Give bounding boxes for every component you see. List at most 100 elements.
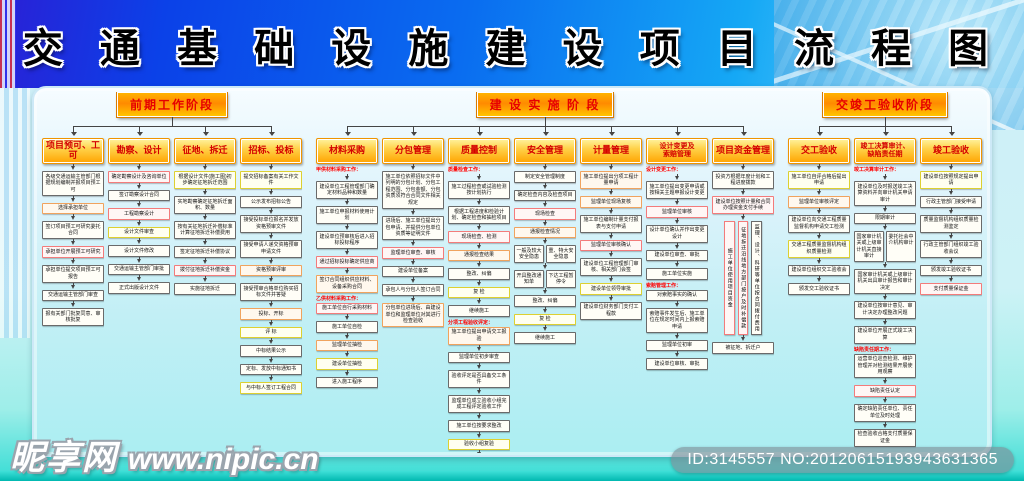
flow-step: 设计单位确认并作出变更设计 <box>646 224 708 243</box>
phase-header: 交竣工验收阶段 <box>821 92 949 118</box>
phase-header-row: 建 设 实 施 阶 段 <box>314 92 776 118</box>
flow-step: 施工单位依照招标文件中列明的分包计划、分包工程范围、分包金额、分包资质须符合合同… <box>382 171 444 209</box>
flow-area: 前期工作阶段项目预可、工可各级交通运输主管部门根据规划编制并报项目预工可选择承担… <box>40 92 984 453</box>
phase-header-row: 交竣工验收阶段 <box>786 92 984 118</box>
arrow-down-icon <box>108 256 170 264</box>
arrow-down-icon <box>920 189 982 196</box>
phase-header: 前期工作阶段 <box>115 92 229 118</box>
arrow-down-icon <box>174 239 236 246</box>
flow-step: 建设单位审核、审批 <box>646 358 708 370</box>
arrow-down-icon <box>240 232 302 240</box>
flow-step: 交通运输主管部门审查 <box>42 289 104 301</box>
connector-drop-cell <box>314 126 380 138</box>
arrow-down-icon <box>382 164 444 171</box>
flow-step: 监理单位初审 <box>646 339 708 351</box>
flow-step: 国家审计机关或上级审计机关出具审计报告和审计决定 <box>854 269 916 294</box>
flow-step: 整改、纠偏 <box>448 268 510 280</box>
flow-step: 根据设计文件(施工图)初步确定征地拆迁范围 <box>174 171 236 189</box>
flow-step: 索赔事件发生后、施工单位在规定时间内上报索赔申请 <box>646 308 708 333</box>
flow-step: 公示发布招标公告 <box>240 196 302 208</box>
column-header: 安全管理 <box>514 138 576 164</box>
arrow-down-icon <box>316 314 378 321</box>
arrow-down-icon <box>646 351 708 358</box>
arrow-down-icon <box>608 126 615 136</box>
flow-step: 承包人与分包人签订合同 <box>382 284 444 296</box>
flow-step: 限期审计 <box>854 212 916 224</box>
connector-drop-cell <box>106 126 172 138</box>
arrow-down-icon <box>316 249 378 256</box>
arrow-down-icon <box>136 126 143 136</box>
flow-step: 复 检 <box>514 313 576 325</box>
flow-step: 缺陷责任认定 <box>854 385 916 397</box>
column-header: 竣工验收 <box>920 138 982 164</box>
branch-row: 国家审计机关或上级审计机关直接审计委托社会中介机构审计 <box>854 231 916 262</box>
flow-step: 建设单位组织交工验收会 <box>788 264 850 276</box>
arrow-down-icon <box>174 214 236 221</box>
flow-step: 监理单位审核确认 <box>580 239 642 251</box>
arrow-down-icon <box>316 267 378 275</box>
column-steps: 确定勘察设计及咨询单位签订勘察设计合同工程勘察设计设计文件审查设计文件修改交通运… <box>108 164 170 453</box>
arrow-down-icon <box>316 174 378 181</box>
arrow-down-icon <box>174 189 236 196</box>
arrow-down-icon <box>410 126 417 136</box>
arrow-down-icon <box>108 238 170 245</box>
flow-step: 行政主管部门组织竣工验收会议 <box>920 239 982 258</box>
page-title: 交 通 基 础 设 施 建 设 项 目 流 程 图 <box>22 27 1002 71</box>
flow-step: 施工单位申报材料使用计划 <box>316 206 378 224</box>
arrow-down-icon <box>646 301 708 308</box>
section-label: 索赔管理工作： <box>646 282 682 289</box>
branch-step: 委托社会中介机构审计 <box>886 231 916 262</box>
arrow-down-icon <box>920 276 982 283</box>
connector-drop-cell <box>710 126 776 138</box>
arrow-down-icon <box>920 207 982 215</box>
branch-step: 下达工程暂停令 <box>546 270 576 288</box>
arrow-down-icon <box>646 242 708 250</box>
flow-column: 项目预可、工可各级交通运输主管部门根据规划编制并报项目预工可选择承担单位签订项目… <box>42 138 104 453</box>
arrow-down-icon <box>788 276 850 283</box>
connector-drops <box>786 126 984 138</box>
flow-step: 建设单位审查、审批 <box>646 249 708 261</box>
arrow-down-icon <box>854 205 916 213</box>
connector-row <box>314 126 776 138</box>
vertical-branch-row: 施工单位使用项目资金征地拆迁沿线地方部门按户及时补偿款监理、设计、科研等单位按合… <box>712 221 774 335</box>
arrow-down-icon <box>514 288 576 295</box>
column-steps: 施工单位提出分项工程计量申请监理单位现场复核施工单位编制计量支付报表与支付申请监… <box>580 164 642 453</box>
branch-step: 国家审计机关或上级审计机关直接审计 <box>854 231 884 262</box>
flow-column: 招标、投标提交招标备案有关工作文件公示发布招标公告接受投标单位报名并发放资格预审… <box>240 138 302 453</box>
column-header: 材料采购 <box>316 138 378 164</box>
flow-column: 分包管理施工单位依照招标文件中列明的分包计划、分包工程范围、分包金额、分包资质须… <box>382 138 444 453</box>
arrow-down-icon <box>712 164 774 171</box>
arrow-down-icon <box>854 378 916 385</box>
section-label: 乙供材料采购工作： <box>316 295 362 302</box>
arrow-down-icon <box>42 257 104 265</box>
arrow-down-icon <box>448 344 510 352</box>
connector-stem <box>171 117 173 126</box>
flow-step: 建设单位及时报送竣工决算资料并向审计机关申请审计 <box>854 181 916 206</box>
arrow-down-icon <box>240 301 302 308</box>
flow-step: 确定检查内容及检查项目 <box>514 189 576 201</box>
flow-step: 正式出版设计文件 <box>108 282 170 294</box>
flow-step: 工程勘察设计 <box>108 208 170 220</box>
connector-row <box>40 126 304 138</box>
flow-step: 接受投标单位报名并发放资格预审文件 <box>240 214 302 233</box>
connector-stem <box>544 117 546 126</box>
flow-step: 制定安全管理制度 <box>514 171 576 183</box>
arrow-down-icon <box>108 219 170 227</box>
column-steps: 投资方根据年度计划和工程进度拨款建设单位按照计量和合同办理资金支付手续施工单位使… <box>712 164 774 453</box>
flow-step: 建设单位备案 <box>382 265 444 277</box>
column-header: 设计变更及索赔管理 <box>646 138 708 164</box>
flow-step: 运营单位巡查检测、维护管理并对检测结果开展使用观察 <box>854 353 916 378</box>
arrow-down-icon <box>382 258 444 266</box>
arrow-down-icon <box>240 338 302 345</box>
arrow-down-icon <box>854 224 916 231</box>
arrow-down-icon <box>948 126 955 136</box>
flow-step: 实地勘察确定征地拆迁面积、数量 <box>174 196 236 214</box>
arrow-down-icon <box>316 369 378 377</box>
phase-header-row: 前期工作阶段 <box>40 92 304 118</box>
arrow-down-icon <box>448 199 510 206</box>
image-id-bar: ID:3145557 NO:20120615193943631365 <box>671 447 1014 473</box>
flow-step: 检查验收合格支付质量保证金 <box>854 428 916 447</box>
flow-column: 项目资金管理投资方根据年度计划和工程进度拨款建设单位按照计量和合同办理资金支付手… <box>712 138 774 453</box>
section-label: 分项工程验收评定： <box>448 319 494 326</box>
connector-drop-cell <box>172 126 238 138</box>
